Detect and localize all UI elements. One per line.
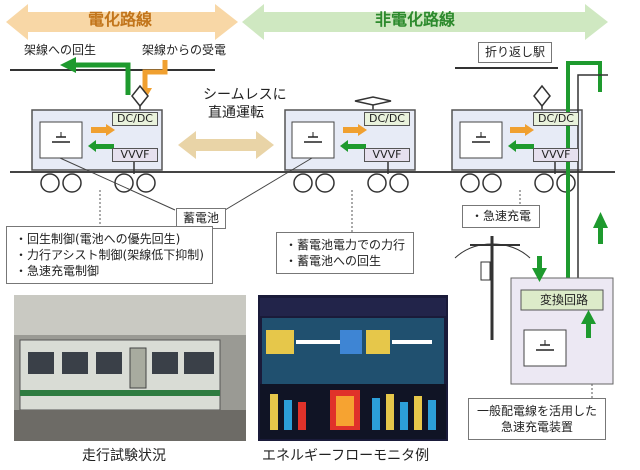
dcdc-label-1: DC/DC — [112, 112, 158, 126]
train-photo-caption: 走行試験状況 — [82, 448, 166, 464]
regen-to-catenary-label: 架線への回生 — [24, 43, 97, 57]
callout-left-item: ・回生制御(電池への優先回生) — [15, 232, 181, 246]
vvvf-label-3: VVVF — [533, 148, 579, 162]
wheel — [367, 173, 387, 193]
wheel — [62, 173, 82, 193]
wheel — [315, 173, 335, 193]
electrified-header: 電化路線 — [88, 10, 153, 29]
seamless-line1: シームレスに — [203, 87, 287, 103]
wheel — [40, 173, 60, 193]
callout-middle: ・蓄電池電力での力行 ・蓄電池への回生 — [276, 232, 415, 274]
header-arrows — [6, 4, 608, 40]
wheel — [389, 173, 409, 193]
device-callout-line: 一般配電線を活用した — [477, 404, 598, 418]
charge-down-arrow — [532, 268, 547, 282]
vehicle-3-battery-box — [459, 121, 503, 159]
power-arrow — [142, 60, 168, 90]
regen-arrowhead — [60, 57, 76, 73]
charge-up-arrow — [593, 212, 608, 228]
callout-left: ・回生制御(電池への優先回生) ・力行アシスト制御(架線低下抑制) ・急速充電制… — [6, 226, 213, 284]
vvvf-label-1: VVVF — [112, 148, 158, 162]
non-electrified-arrow — [242, 4, 608, 40]
vehicle-1-battery-box — [39, 121, 83, 159]
utility-pole — [454, 236, 531, 340]
battery-leader-left — [59, 157, 176, 211]
dcdc-label-2: DC/DC — [364, 112, 410, 126]
callout-left-item: ・力行アシスト制御(架線低下抑制) — [15, 248, 204, 262]
electrified-arrow — [6, 4, 238, 40]
callout-middle-item: ・蓄電池への回生 — [285, 254, 382, 268]
wheel — [293, 173, 313, 193]
seamless-arrow — [178, 131, 274, 159]
dcdc-label-3: DC/DC — [533, 112, 579, 126]
wheel — [534, 173, 554, 193]
charge-feed-line — [566, 61, 602, 310]
vehicle-1 — [31, 84, 163, 193]
vehicle-3 — [451, 84, 583, 193]
vehicle-2-battery-box — [291, 121, 335, 159]
regen-arrow — [75, 62, 131, 95]
non-electrified-header: 非電化路線 — [375, 10, 456, 29]
wheel — [136, 173, 156, 193]
power-from-catenary-label: 架線からの受電 — [142, 43, 227, 57]
pantograph-3 — [533, 84, 551, 108]
feed-wire — [577, 74, 608, 312]
vvvf-label-2: VVVF — [364, 148, 410, 162]
charger-battery-box — [523, 329, 567, 367]
pantograph-2-folded — [354, 96, 392, 106]
charge-up-arrow-inner — [581, 310, 596, 324]
converter-label: 変換回路 — [540, 293, 589, 307]
monitor-photo-caption: エネルギーフローモニタ例 — [262, 448, 430, 464]
callout-middle-item: ・蓄電池電力での力行 — [285, 238, 406, 252]
wheel — [482, 173, 502, 193]
callout-left-item: ・急速充電制御 — [15, 264, 100, 278]
converter-box — [520, 289, 604, 311]
turnback-station-label: 折り返し駅 — [478, 42, 553, 63]
energy-monitor-photo — [258, 295, 448, 441]
quick-charge-callout: ・急速充電 — [462, 205, 541, 228]
device-callout: 一般配電線を活用した 急速充電装置 — [468, 398, 607, 440]
wheel — [460, 173, 480, 193]
battery-leader-right — [224, 157, 313, 211]
seamless-line2: 直通運転 — [208, 105, 264, 121]
train-photo — [14, 295, 246, 441]
device-callout-line: 急速充電装置 — [501, 420, 574, 434]
